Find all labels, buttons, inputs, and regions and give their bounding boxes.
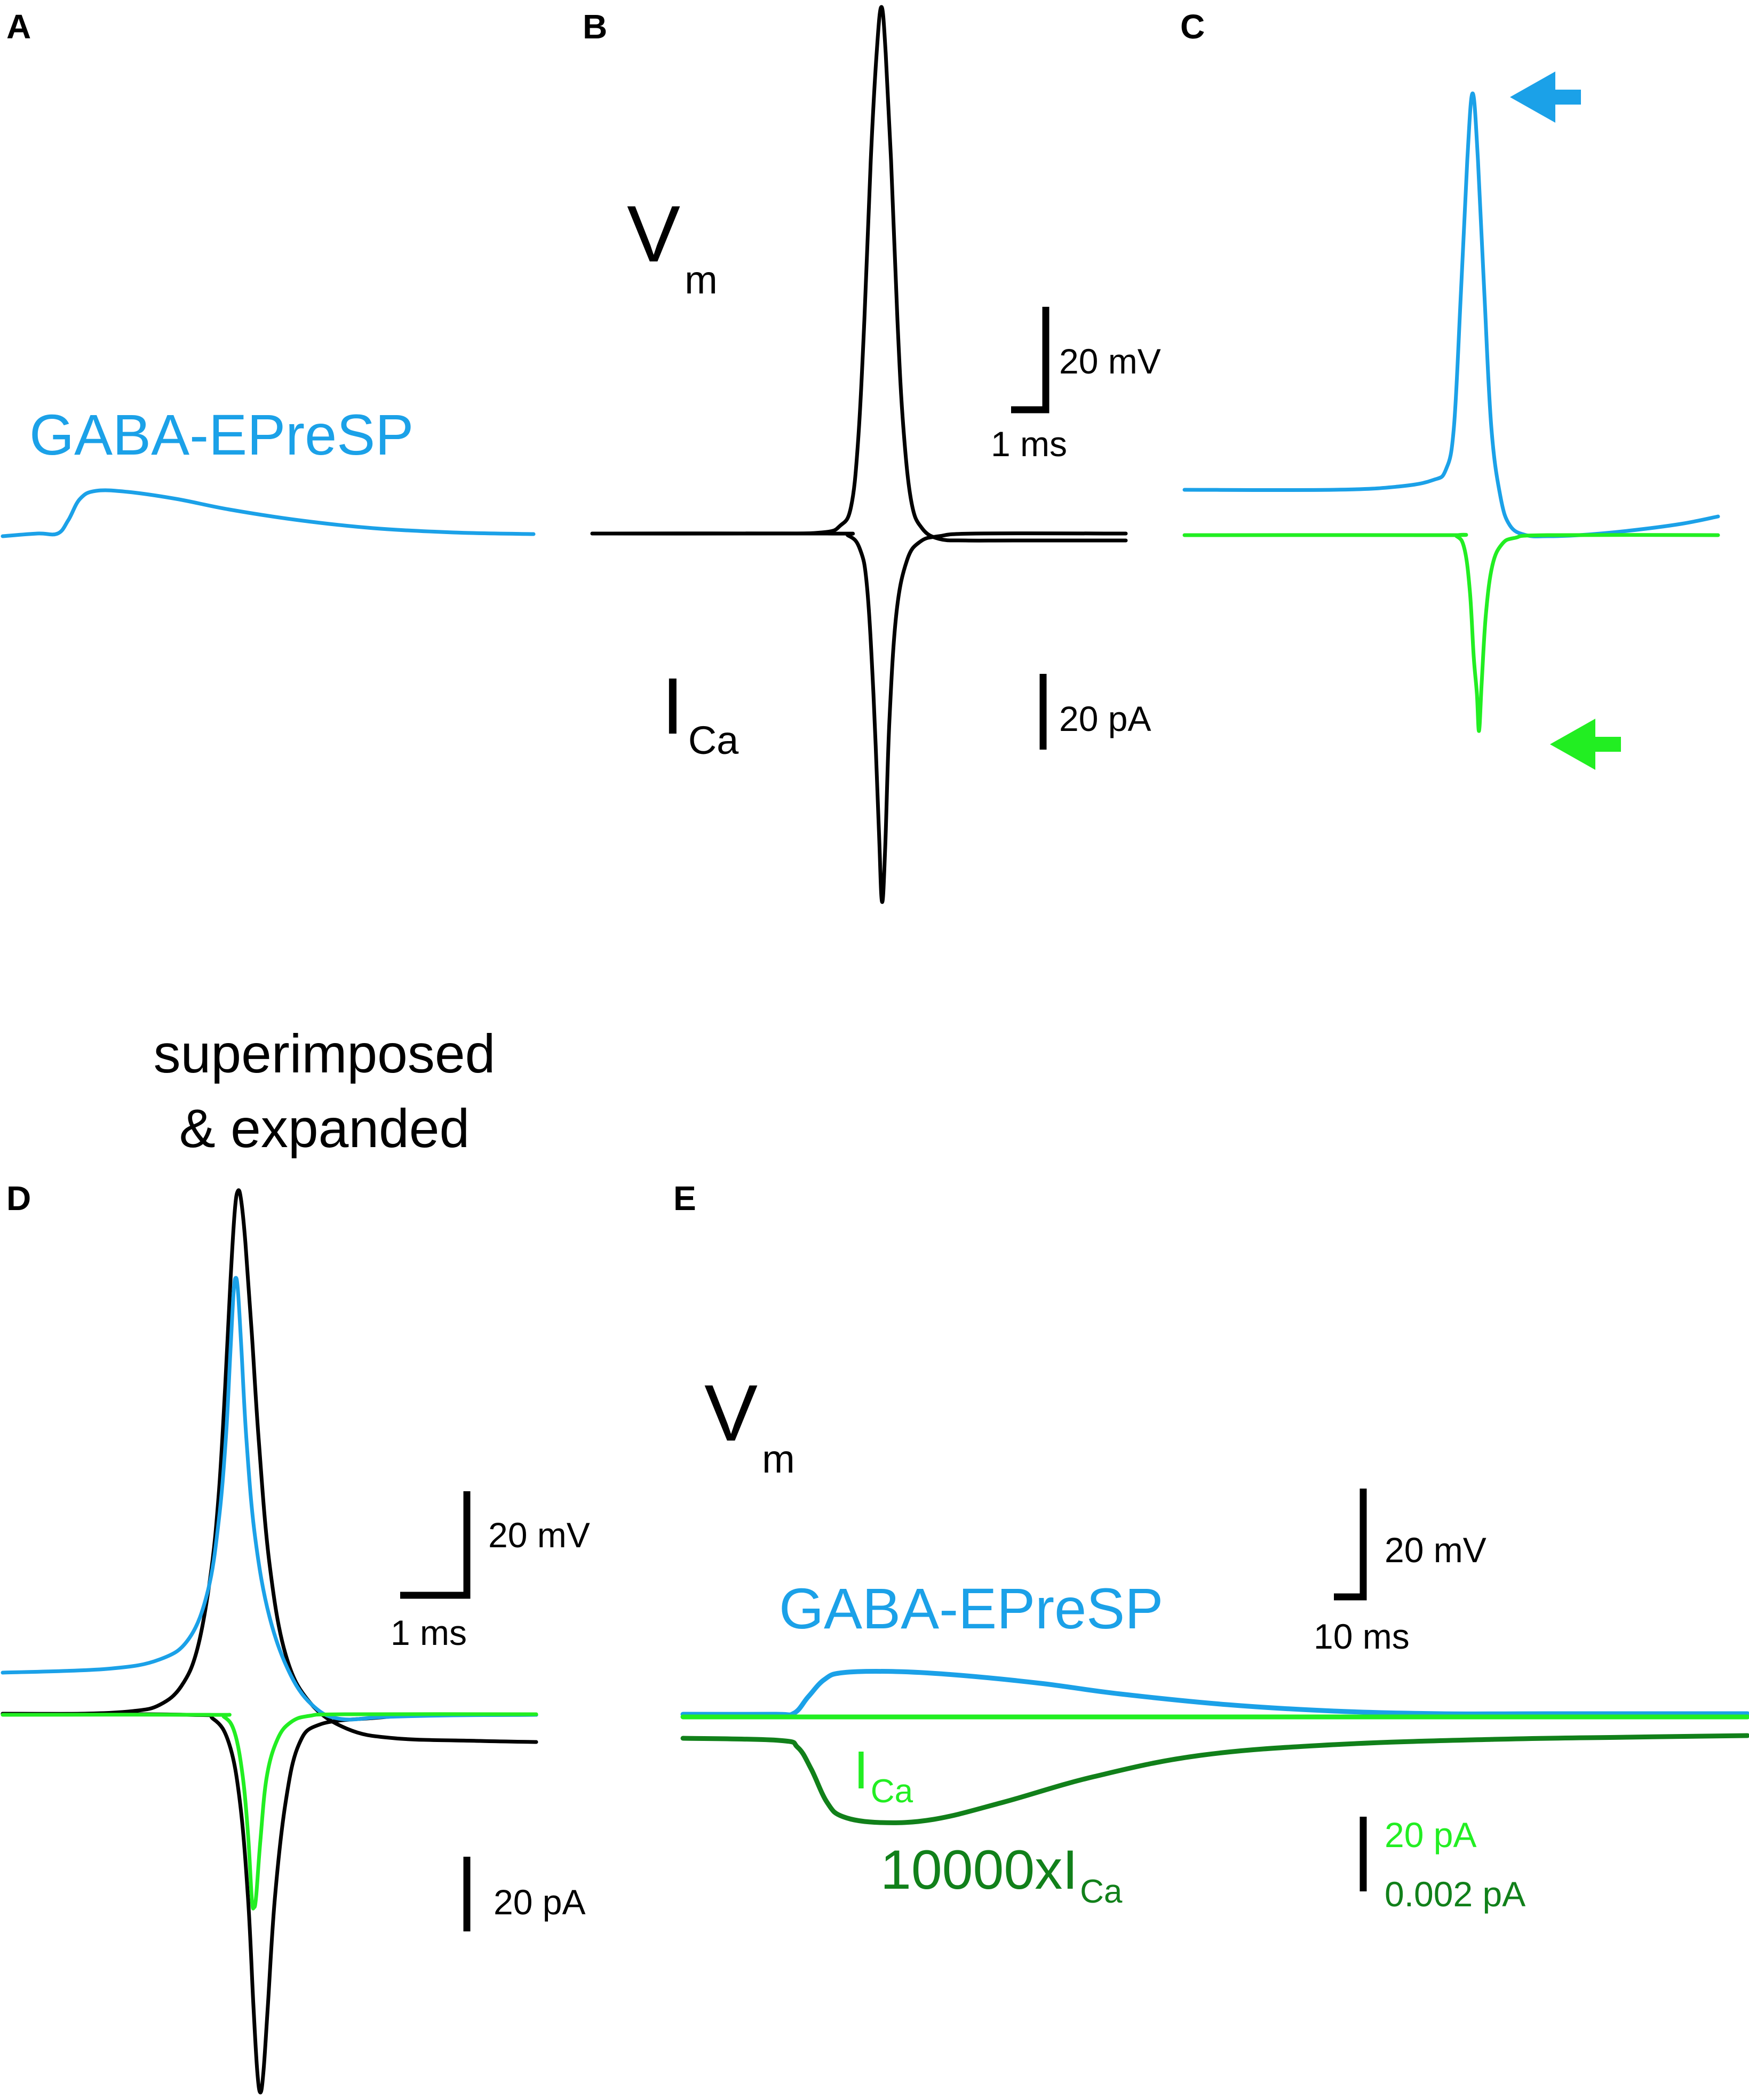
panel-b-scale-t-text: 1 ms xyxy=(991,424,1067,464)
panel-d-scale-i-text: 20 pA xyxy=(494,1882,585,1922)
panel-b-ica-main: I xyxy=(662,661,684,751)
arrow-left-icon xyxy=(1510,71,1581,123)
panel-e-vm-label: Vm xyxy=(704,1368,795,1481)
panel-d-vm-black-trace xyxy=(1,1188,538,1744)
panel-b-ica-trace xyxy=(590,531,1128,904)
panel-c xyxy=(1182,71,1720,770)
panel-e-scaled-label: 10000xICa xyxy=(880,1839,1123,1910)
panel-e-scale-i2-text: 0.002 pA xyxy=(1385,1874,1525,1914)
panel-b-scale-v-text: 20 mV xyxy=(1059,341,1161,381)
panel-c-letter: C xyxy=(1180,7,1205,46)
panel-e-vm-sub: m xyxy=(762,1437,795,1481)
panel-b-vm-main: V xyxy=(627,189,680,279)
panel-d-title-line1: superimposed xyxy=(154,1023,496,1084)
panel-e-scalebar-vm xyxy=(1334,1489,1367,1601)
panel-a-gaba-label: GABA-EPreSP xyxy=(29,402,414,467)
panel-e-scale-t-text: 10 ms xyxy=(1314,1617,1410,1656)
panel-b-letter: B xyxy=(583,7,607,46)
panel-d-letter: D xyxy=(6,1179,31,1218)
panel-a-gaba-trace xyxy=(1,488,536,538)
panel-a: GABA-EPreSP xyxy=(1,402,536,538)
panel-d-ica-black-trace xyxy=(1,1712,538,2095)
panel-e-vm-main: V xyxy=(704,1368,758,1458)
panel-e-ica-main: I xyxy=(854,1740,869,1800)
panel-e-gaba-label: GABA-EPreSP xyxy=(779,1576,1163,1641)
panel-d: superimposed & expanded 20 mV 1 ms 20 pA xyxy=(1,1023,590,2095)
panel-e-gaba-trace xyxy=(680,1669,1749,1717)
panel-d-scale-t-text: 1 ms xyxy=(391,1613,467,1652)
panel-e-letter: E xyxy=(673,1179,696,1218)
panel-b-ica-sub: Ca xyxy=(688,718,739,762)
panel-e-scale-v-text: 20 mV xyxy=(1385,1530,1486,1570)
panel-b-vm-sub: m xyxy=(685,258,718,302)
panel-e-scaled-sub: Ca xyxy=(1080,1873,1123,1910)
panel-b-vm-label: Vm xyxy=(627,189,718,302)
panel-e: Vm GABA-EPreSP ICa 10000xICa 20 mV 10 ms… xyxy=(680,1368,1749,1914)
panel-c-gaba-trace xyxy=(1182,91,1720,538)
panel-b-vm-trace xyxy=(590,5,1128,543)
panel-e-scale-i1-text: 20 pA xyxy=(1385,1815,1476,1855)
panel-e-scaled-ica-trace xyxy=(680,1733,1749,1825)
panel-e-ica-label: ICa xyxy=(854,1740,913,1810)
panel-a-letter: A xyxy=(6,7,31,46)
panel-b-scale-i-text: 20 pA xyxy=(1059,699,1151,738)
panel-c-ica-trace xyxy=(1182,532,1720,733)
arrow-left-icon xyxy=(1550,719,1621,770)
panel-e-ica-sub: Ca xyxy=(871,1773,913,1810)
panel-d-ica-green-trace xyxy=(1,1712,538,1911)
panel-b-scalebar-vm xyxy=(1011,307,1050,413)
panel-e-scaled-main: 10000xI xyxy=(880,1839,1078,1901)
panel-d-scale-v-text: 20 mV xyxy=(488,1515,590,1555)
panel-d-title-line2: & expanded xyxy=(179,1098,470,1159)
panel-d-gaba-trace xyxy=(1,1276,538,1722)
panel-d-scalebar-vm xyxy=(400,1491,471,1599)
